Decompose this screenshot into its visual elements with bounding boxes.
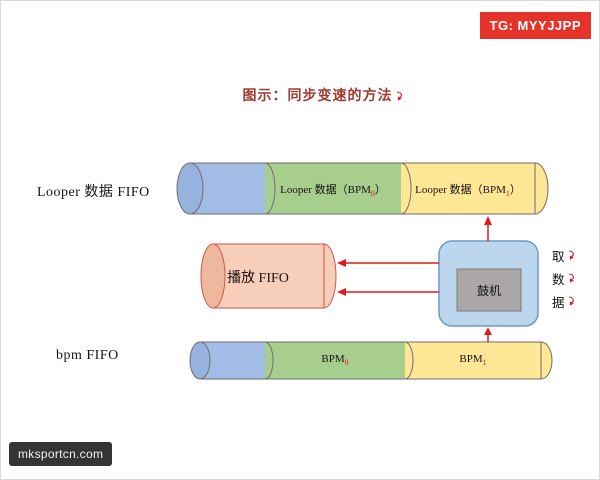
fetch-data-char: 据 (552, 290, 576, 313)
fetch-char-text: 据 (552, 296, 565, 310)
looper-fifo-label: Looper 数据 FIFO (37, 185, 150, 200)
fetch-data-char: 取 (552, 244, 576, 267)
play-fifo-label: 播放 FIFO (227, 271, 289, 286)
arrow-bpmfifo-to-drum (484, 327, 492, 342)
looper-left-cap (176, 162, 204, 215)
bpm0-segment-label: BPM0 (265, 353, 405, 367)
arrowhead-left-icon (337, 259, 346, 267)
segment-text: Looper 数据（BPM (415, 184, 506, 196)
squiggle-arrow-icon (396, 91, 402, 102)
arrow-drum-to-playfifo-lower (337, 288, 439, 296)
looper-bpm0-segment-label: Looper 数据（BPM0） (265, 181, 401, 198)
bpm-fifo-cylinder (189, 341, 553, 380)
diagram-title: 图示：同步变速的方法 (1, 85, 599, 105)
segment-text: Looper 数据（BPM (280, 184, 371, 196)
title-text: 图示：同步变速的方法 (242, 89, 393, 104)
play-fifo-right-cap (323, 243, 337, 309)
bpm-separator-2 (404, 341, 414, 380)
looper-bpm1-segment-label: Looper 数据（BPM1） (401, 181, 535, 198)
arrow-drum-to-looper (484, 216, 492, 241)
squiggle-arrow-icon (568, 250, 574, 260)
play-fifo-left-cap (200, 243, 226, 309)
fetch-char-text: 取 (552, 250, 565, 264)
drum-machine-box (438, 240, 539, 327)
looper-separator-1 (264, 162, 276, 215)
squiggle-arrow-icon (568, 273, 574, 283)
arrowhead-up-icon (484, 327, 492, 335)
bpm-right-cap (540, 341, 553, 380)
bpm-subscript: 1 (482, 358, 487, 368)
looper-fifo-cylinder (176, 162, 549, 215)
watermark-badge: mksportcn.com (9, 442, 113, 466)
bpm-left-cap (189, 341, 211, 380)
arrowhead-up-icon (484, 216, 492, 225)
segment-text: BPM (459, 353, 483, 365)
play-fifo-cylinder (200, 243, 337, 309)
arrowhead-left-icon (337, 288, 346, 296)
bpm-separator-1 (264, 341, 274, 380)
arrow-drum-to-playfifo-upper (337, 259, 439, 267)
bpm-seg-yellow (405, 342, 541, 379)
segment-text-suffix: ） (509, 184, 521, 196)
drum-inner-box (456, 268, 522, 312)
bpm-seg-green (265, 342, 405, 379)
fetch-data-label: 取 数 据 (552, 244, 576, 313)
looper-seg-yellow (401, 163, 535, 214)
segment-text-suffix: ） (374, 184, 386, 196)
squiggle-arrow-icon (568, 296, 574, 306)
drum-machine-label: 鼓机 (476, 284, 501, 298)
bpm-seg-blue (200, 342, 265, 379)
fetch-data-char: 数 (552, 267, 576, 290)
bpm-subscript: 0 (370, 189, 375, 199)
looper-seg-green (265, 163, 401, 214)
play-fifo-body (213, 244, 324, 308)
segment-text: BPM (321, 353, 345, 365)
bpm-fifo-label: bpm FIFO (56, 348, 119, 363)
fetch-char-text: 数 (552, 273, 565, 287)
looper-separator-2 (400, 162, 412, 215)
looper-right-cap (534, 162, 549, 215)
bpm1-segment-label: BPM1 (405, 353, 541, 367)
bpm-subscript: 0 (344, 358, 349, 368)
bpm-subscript: 1 (505, 189, 510, 199)
tg-badge: TG: MYYJJPP (479, 12, 591, 39)
